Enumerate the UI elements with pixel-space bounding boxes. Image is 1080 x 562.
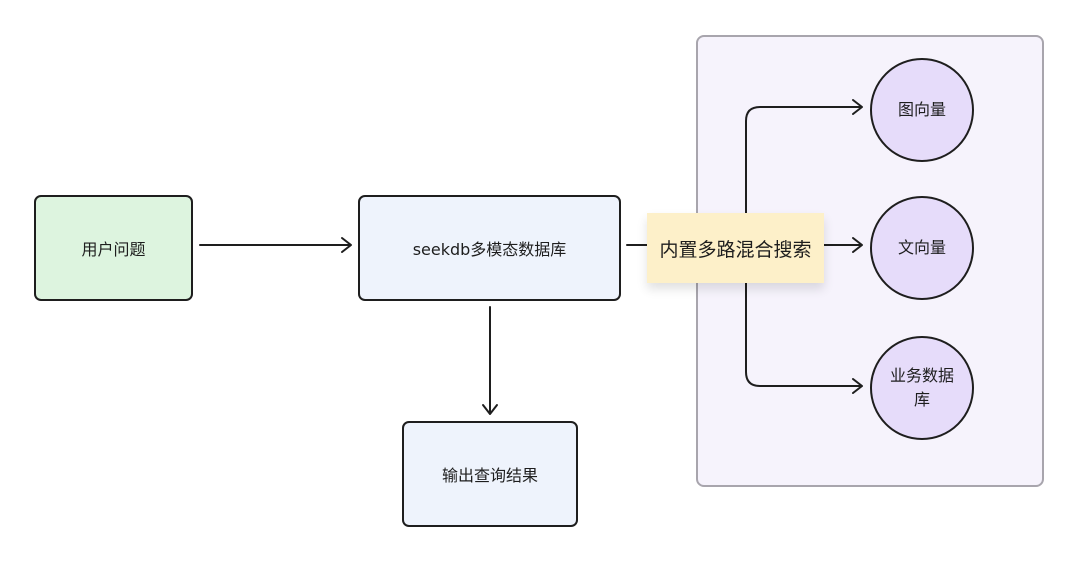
- node-business-db: 业务数据库: [870, 336, 974, 440]
- node-graph-vector-label: 图向量: [897, 100, 946, 119]
- node-text-vector: 文向量: [870, 196, 974, 300]
- node-output-results-label: 输出查询结果: [441, 466, 538, 485]
- edge-label-hybrid-search-text: 内置多路混合搜索: [659, 238, 812, 261]
- node-graph-vector: 图向量: [870, 58, 974, 162]
- node-user-question: 用户问题: [34, 195, 193, 301]
- node-output-results: 输出查询结果: [402, 421, 578, 527]
- node-multimodal-db-label: seekdb多模态数据库: [412, 240, 567, 259]
- edge-branch-to-graph-vector: [745, 106, 862, 246]
- edge-branch-to-business-db: [745, 244, 862, 387]
- edge-label-hybrid-search: 内置多路混合搜索: [647, 213, 824, 283]
- arrowhead-icon: [852, 378, 863, 394]
- arrowhead-icon: [341, 237, 352, 253]
- node-text-vector-label: 文向量: [897, 238, 946, 257]
- node-user-question-label: 用户问题: [81, 240, 146, 259]
- arrowhead-icon: [852, 99, 863, 115]
- arrowhead-icon: [852, 237, 863, 253]
- node-business-db-label: 业务数据库: [890, 366, 955, 409]
- arrowhead-icon: [482, 404, 498, 415]
- node-multimodal-db: seekdb多模态数据库: [358, 195, 621, 301]
